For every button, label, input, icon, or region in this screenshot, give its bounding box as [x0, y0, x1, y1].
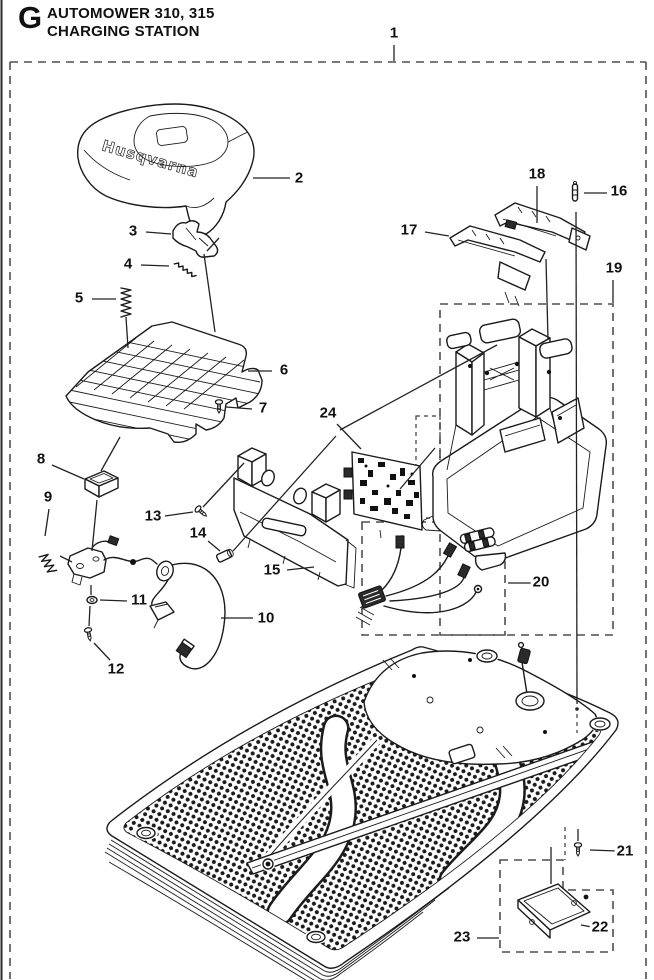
spring-part-5	[120, 287, 132, 318]
pcb-part-24	[343, 451, 423, 544]
part-label-23: 23	[451, 928, 473, 946]
part-label-18: 18	[526, 165, 548, 183]
washer-part-11	[86, 595, 98, 605]
part-label-11: 11	[129, 591, 149, 609]
part-label-5: 5	[72, 289, 86, 307]
screw-part-12	[83, 626, 95, 643]
top-cover-part: Husqvarna	[77, 103, 255, 237]
part-label-8: 8	[34, 450, 48, 468]
tower-part	[421, 318, 608, 571]
screw-part-21	[573, 842, 583, 857]
cable-harness	[355, 527, 496, 626]
charging-post	[515, 641, 545, 711]
leader-lines	[44, 45, 618, 939]
part-label-9: 9	[41, 488, 55, 506]
part-label-14: 14	[187, 524, 209, 542]
spring-part-9	[38, 553, 58, 573]
part-label-6: 6	[277, 361, 291, 379]
cover-plate-part-22	[517, 883, 591, 939]
part-label-22: 22	[589, 918, 611, 936]
part-label-12: 12	[105, 660, 127, 678]
part-label-13: 13	[142, 507, 164, 525]
part-label-3: 3	[126, 222, 140, 240]
part-label-16: 16	[608, 182, 630, 200]
screw-part-13	[193, 504, 210, 520]
part-label-19: 19	[603, 259, 625, 277]
pin-part-16	[571, 180, 579, 202]
part-label-17: 17	[398, 221, 420, 239]
cable-loop-part-10	[67, 535, 226, 670]
section-letter: G	[18, 0, 43, 35]
kit-box-23	[499, 859, 614, 953]
part-label-21: 21	[614, 842, 636, 860]
chassis-grid-part	[65, 321, 263, 444]
part-label-1: 1	[387, 24, 401, 42]
spring-screw-part-4	[173, 262, 197, 278]
assembly-lines	[59, 211, 579, 884]
part-label-2: 2	[292, 169, 306, 187]
part-label-20: 20	[530, 573, 552, 591]
part-label-24: 24	[317, 404, 339, 422]
page-title-subtitle: CHARGING STATION	[47, 23, 200, 40]
clip-part-8	[84, 470, 119, 498]
rear-bracket-part-15	[233, 447, 357, 589]
bracket-part-18	[494, 202, 591, 251]
part-label-10: 10	[255, 609, 277, 627]
nut-part-14	[215, 548, 234, 563]
latch-part	[172, 220, 219, 258]
part-label-7: 7	[256, 399, 270, 417]
page-title-model: AUTOMOWER 310, 315	[47, 5, 215, 22]
part-label-15: 15	[261, 561, 283, 579]
bracket-part-17	[449, 225, 546, 307]
mounting-bosses	[134, 649, 612, 944]
part-label-4: 4	[121, 255, 135, 273]
